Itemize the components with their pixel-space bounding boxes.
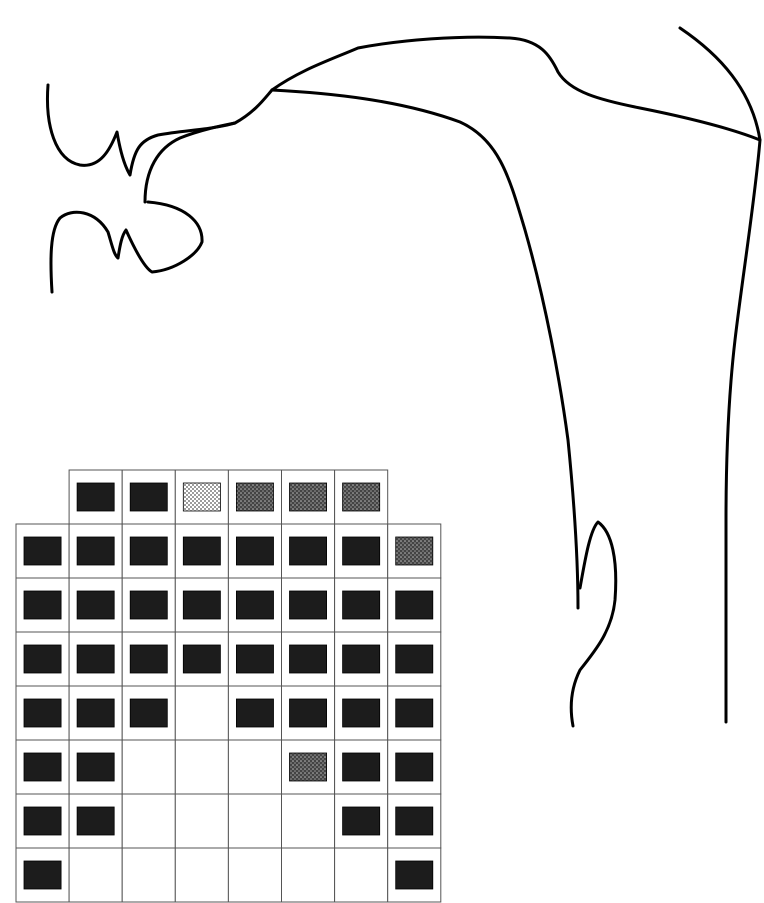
electrode-mark-solid: [130, 699, 167, 727]
back-outline: [680, 28, 760, 722]
electrode-mark-solid: [396, 861, 433, 889]
grid-cell-r5-c4: [175, 686, 228, 740]
electrode-mark-stipple-dark: [290, 753, 327, 781]
electrode-mark-solid: [236, 699, 273, 727]
electrode-mark-solid: [77, 483, 114, 511]
electrode-mark-solid: [77, 807, 114, 835]
grid-cell-r7-c6: [282, 794, 335, 848]
electrode-mark-solid: [77, 753, 114, 781]
grid-cell-r6-c5: [228, 740, 281, 794]
electrode-mark-solid: [24, 807, 61, 835]
electrode-mark-solid: [130, 591, 167, 619]
grid-cell-r6-c3: [122, 740, 175, 794]
electrode-mark-solid: [24, 699, 61, 727]
grid-cell-r8-c7: [335, 848, 388, 902]
electrode-mark-solid: [343, 537, 380, 565]
grid-cell-r8-c2: [69, 848, 122, 902]
electrode-mark-solid: [343, 699, 380, 727]
electrode-mark-solid: [130, 645, 167, 673]
grid-cell-r8-c3: [122, 848, 175, 902]
electrode-mark-solid: [396, 753, 433, 781]
electrode-mark-solid: [343, 591, 380, 619]
electrode-mark-solid: [290, 645, 327, 673]
electrode-mark-solid: [343, 753, 380, 781]
electrode-mark-solid: [236, 645, 273, 673]
electrode-mark-solid: [77, 699, 114, 727]
electrode-grid: [16, 470, 441, 902]
electrode-mark-solid: [290, 699, 327, 727]
electrode-mark-solid: [24, 645, 61, 673]
electrode-mark-solid: [77, 591, 114, 619]
electrode-mark-solid: [290, 537, 327, 565]
electrode-mark-solid: [183, 645, 220, 673]
electrode-mark-solid: [77, 645, 114, 673]
electrode-mark-solid: [343, 807, 380, 835]
electrode-mark-solid: [77, 537, 114, 565]
electrode-mark-solid: [24, 591, 61, 619]
grid-cell-r8-c5: [228, 848, 281, 902]
grid-cell-r6-c4: [175, 740, 228, 794]
electrode-mark-solid: [290, 591, 327, 619]
electrode-mark-solid: [396, 699, 433, 727]
electrode-mark-stipple-dark: [236, 483, 273, 511]
electrode-mark-solid: [183, 537, 220, 565]
electrode-mark-stipple-dark: [343, 483, 380, 511]
face-profile-upper: [47, 85, 272, 175]
electrode-mark-solid: [24, 537, 61, 565]
electrode-mark-solid: [183, 591, 220, 619]
face-profile-lower: [51, 202, 202, 292]
electrode-mark-solid: [343, 645, 380, 673]
grid-cell-r8-c6: [282, 848, 335, 902]
electrode-mark-solid: [396, 645, 433, 673]
grid-cell-r7-c5: [228, 794, 281, 848]
electrode-mark-solid: [130, 483, 167, 511]
electrode-mark-solid: [24, 753, 61, 781]
electrode-mark-solid: [236, 591, 273, 619]
electrode-mark-stipple-dark: [396, 537, 433, 565]
electrode-mark-solid: [130, 537, 167, 565]
grid-cell-r7-c3: [122, 794, 175, 848]
electrode-mark-solid: [396, 591, 433, 619]
electrode-mark-solid: [236, 537, 273, 565]
electrode-mark-stipple-dark: [290, 483, 327, 511]
electrode-mark-solid: [24, 861, 61, 889]
grid-cell-r8-c4: [175, 848, 228, 902]
electrode-mark-stipple-light: [183, 483, 220, 511]
head-shoulder-line: [272, 37, 760, 140]
grid-cell-r7-c4: [175, 794, 228, 848]
electrode-mark-solid: [396, 807, 433, 835]
